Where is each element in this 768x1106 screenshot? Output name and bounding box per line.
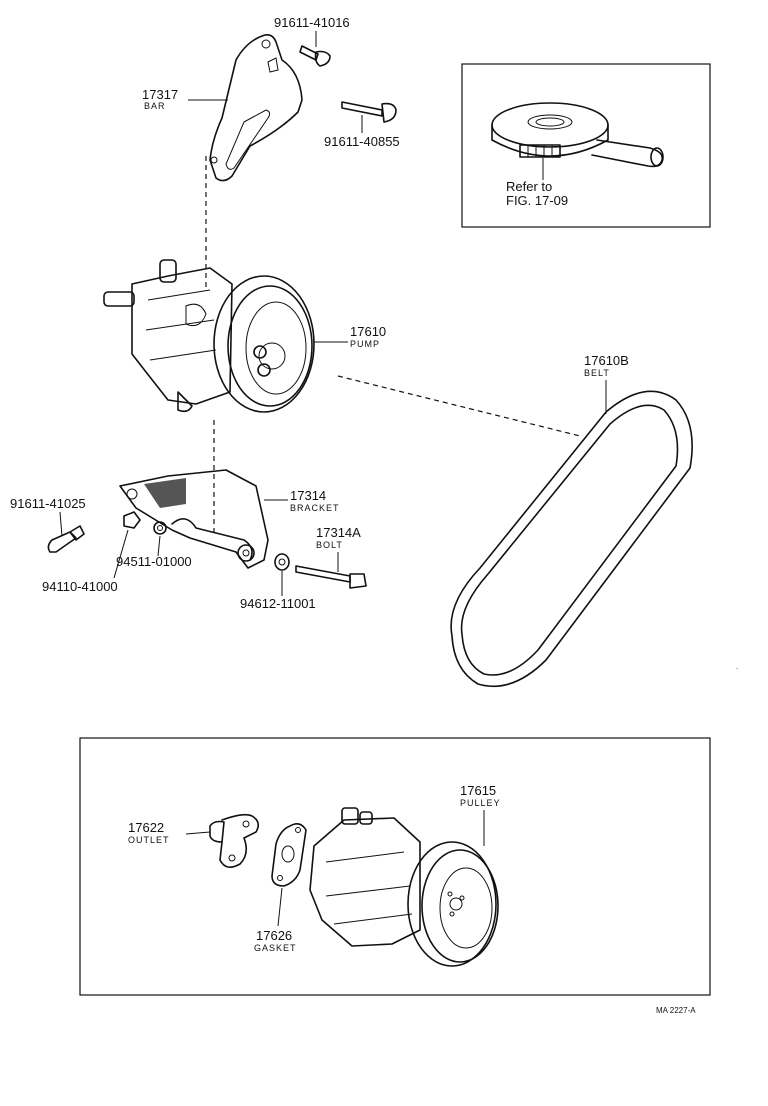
bolt-91611-41016 [299, 45, 331, 67]
air-cleaner-icon [491, 102, 664, 168]
washer-2-number: 94612-11001 [240, 596, 316, 611]
bracket-bolt-number: 17314A [316, 525, 361, 540]
bar-name: BAR [144, 101, 166, 111]
belt-number: 17610B [584, 353, 629, 368]
gasket-17626 [271, 822, 307, 887]
pulley-number: 17615 [460, 783, 496, 798]
gasket-number: 17626 [256, 928, 292, 943]
bar-17317 [209, 34, 303, 182]
diagram-id: MA 2227-A [656, 1006, 696, 1015]
outlet-number: 17622 [128, 820, 164, 835]
outlet-name: OUTLET [128, 835, 170, 845]
washer-94612-11001 [274, 553, 290, 571]
bracket-bolt-name: BOLT [316, 540, 343, 550]
pump-17610 [103, 259, 315, 413]
reference-line2: FIG. 17-09 [506, 193, 568, 208]
bracket-name: BRACKET [290, 503, 340, 513]
washer-94511-01000 [153, 521, 167, 535]
outlet-17622 [209, 813, 260, 868]
bracket-number: 17314 [290, 488, 326, 503]
pump-with-pulley-icon [309, 807, 499, 967]
nut-number: 94110-41000 [42, 579, 118, 594]
pulley-name: PULLEY [460, 798, 501, 808]
nut-94110-41000 [123, 511, 141, 529]
bolt-17314a [295, 565, 367, 589]
belt-17610b [450, 390, 693, 688]
belt-name: BELT [584, 368, 610, 378]
bolt-top-2-number: 91611-40855 [324, 134, 400, 149]
reference-line1: Refer to [506, 179, 552, 194]
bolt-91611-41025 [47, 525, 85, 553]
bolt-91611-40855 [341, 101, 397, 123]
bolt-left-number: 91611-41025 [10, 496, 86, 511]
washer-1-number: 94511-01000 [116, 554, 192, 569]
pump-number: 17610 [350, 324, 386, 339]
stray-mark: . [736, 662, 738, 671]
gasket-name: GASKET [254, 943, 297, 953]
pulley-inset: 17622 OUTLET 17626 GASKET 17615 PULLEY [79, 737, 711, 996]
reference-inset: Refer to FIG. 17-09 [461, 63, 711, 228]
pump-name: PUMP [350, 339, 380, 349]
bolt-top-1-number: 91611-41016 [274, 15, 350, 30]
bar-number: 17317 [142, 87, 178, 102]
